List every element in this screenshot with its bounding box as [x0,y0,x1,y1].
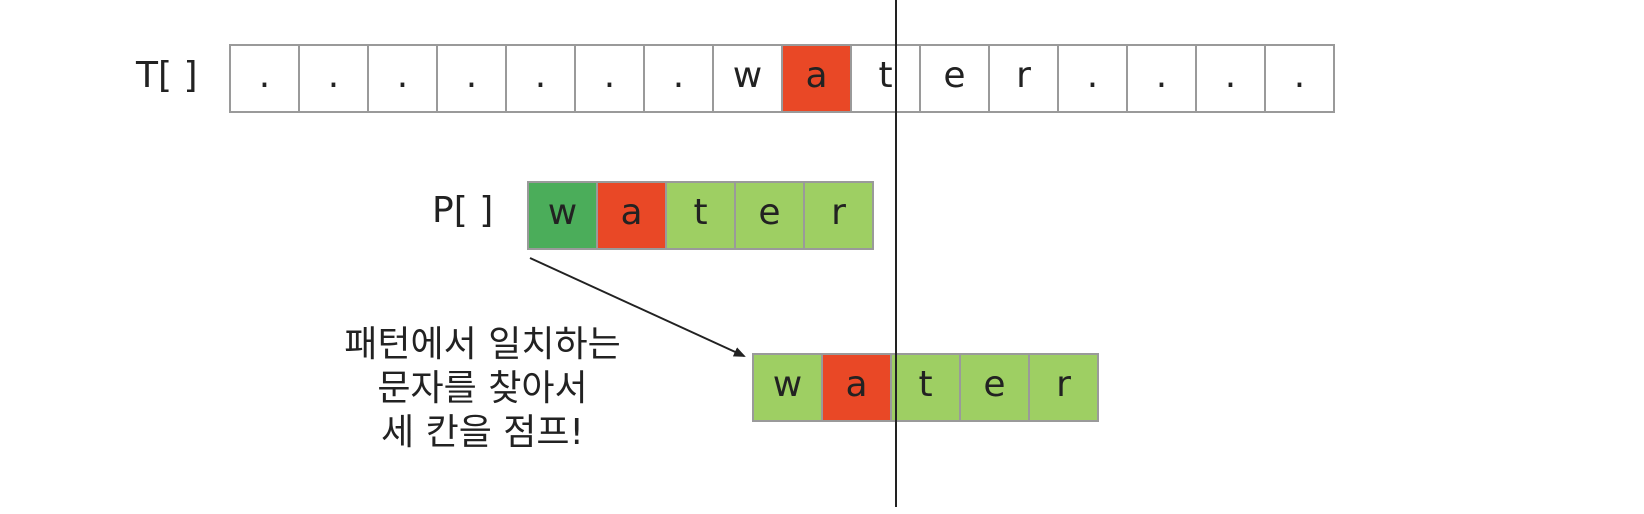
text-cell: . [505,44,576,113]
text-cell: . [229,44,300,113]
text-cell: w [712,44,783,113]
text-cell: . [1264,44,1335,113]
text-cell: t [850,44,921,113]
shifted-pattern-cell: t [890,353,961,422]
caption-line: 세 칸을 점프! [381,412,584,453]
shifted-pattern-cell: r [1028,353,1099,422]
pattern-array-label: P[ ] [432,190,494,231]
text-cell: . [643,44,714,113]
shifted-pattern-cell: w [752,353,823,422]
text-cell: . [436,44,507,113]
jump-caption: 패턴에서 일치하는 문자를 찾아서 세 칸을 점프! [300,323,665,455]
shifted-pattern-array: w a t e r [752,353,1099,422]
shifted-pattern-cell-mismatch: a [821,353,892,422]
pattern-array: w a t e r [527,181,874,250]
text-cell: r [988,44,1059,113]
text-cell-mismatch: a [781,44,852,113]
text-cell: . [1195,44,1266,113]
text-cell: . [298,44,369,113]
caption-line: 패턴에서 일치하는 [344,324,621,365]
text-cell: . [1057,44,1128,113]
text-array-label: T[ ] [136,55,198,96]
text-cell: . [1126,44,1197,113]
text-array: . . . . . . . w a t e r . . . . [229,44,1335,113]
pattern-cell-mismatch: a [596,181,667,250]
caption-line: 문자를 찾아서 [377,368,588,409]
pattern-cell: e [734,181,805,250]
pattern-cell: r [803,181,874,250]
shifted-pattern-cell: e [959,353,1030,422]
pattern-cell-match-found: w [527,181,598,250]
pattern-cell: t [665,181,736,250]
text-cell: e [919,44,990,113]
text-cell: . [367,44,438,113]
text-cell: . [574,44,645,113]
